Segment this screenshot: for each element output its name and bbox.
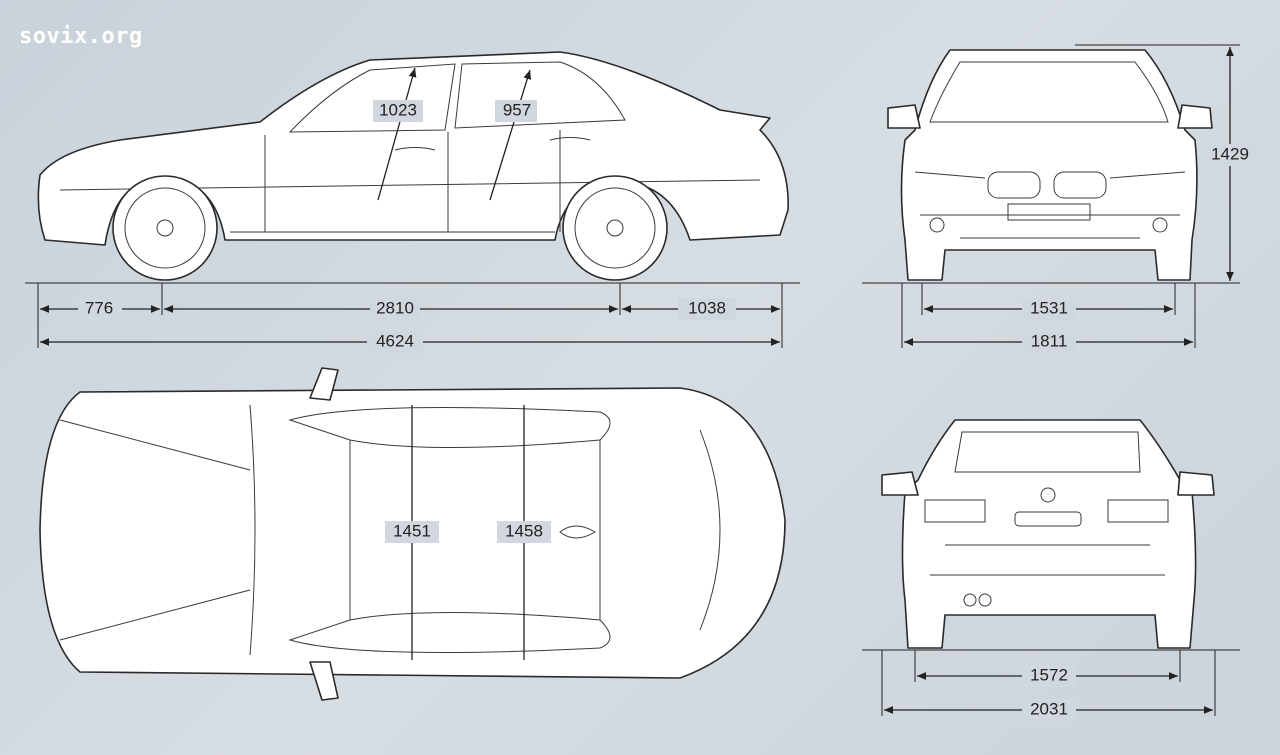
rear-view-dimensions: 1572 2031 xyxy=(862,649,1240,721)
side-view-dimensions: 776 2810 1038 4624 xyxy=(25,282,800,353)
width-label: 1811 xyxy=(1031,331,1068,350)
front-overhang-label: 776 xyxy=(85,298,113,317)
length-label: 4624 xyxy=(376,331,414,350)
rear-headroom-label: 957 xyxy=(503,100,531,119)
side-view-car: 1023 957 xyxy=(37,51,789,281)
top-view-car: 1451 1458 xyxy=(39,367,786,701)
rear-shoulder-width-label: 1458 xyxy=(505,521,543,540)
front-headroom-label: 1023 xyxy=(379,100,417,119)
wheelbase-label: 2810 xyxy=(376,298,414,317)
watermark: sovix.org xyxy=(19,24,143,49)
rear-view-car xyxy=(881,419,1215,649)
rear-overhang-label: 1038 xyxy=(688,298,726,317)
front-shoulder-width-label: 1451 xyxy=(393,521,431,540)
front-track-label: 1531 xyxy=(1030,298,1068,317)
front-wheel xyxy=(112,175,218,281)
rear-track-label: 1572 xyxy=(1030,665,1068,684)
rear-wheel xyxy=(562,175,668,281)
width-with-mirrors-label: 2031 xyxy=(1030,699,1068,718)
front-view-dimensions: 1531 1811 1429 xyxy=(862,44,1256,353)
front-view-car xyxy=(887,49,1213,281)
height-label: 1429 xyxy=(1211,144,1249,163)
